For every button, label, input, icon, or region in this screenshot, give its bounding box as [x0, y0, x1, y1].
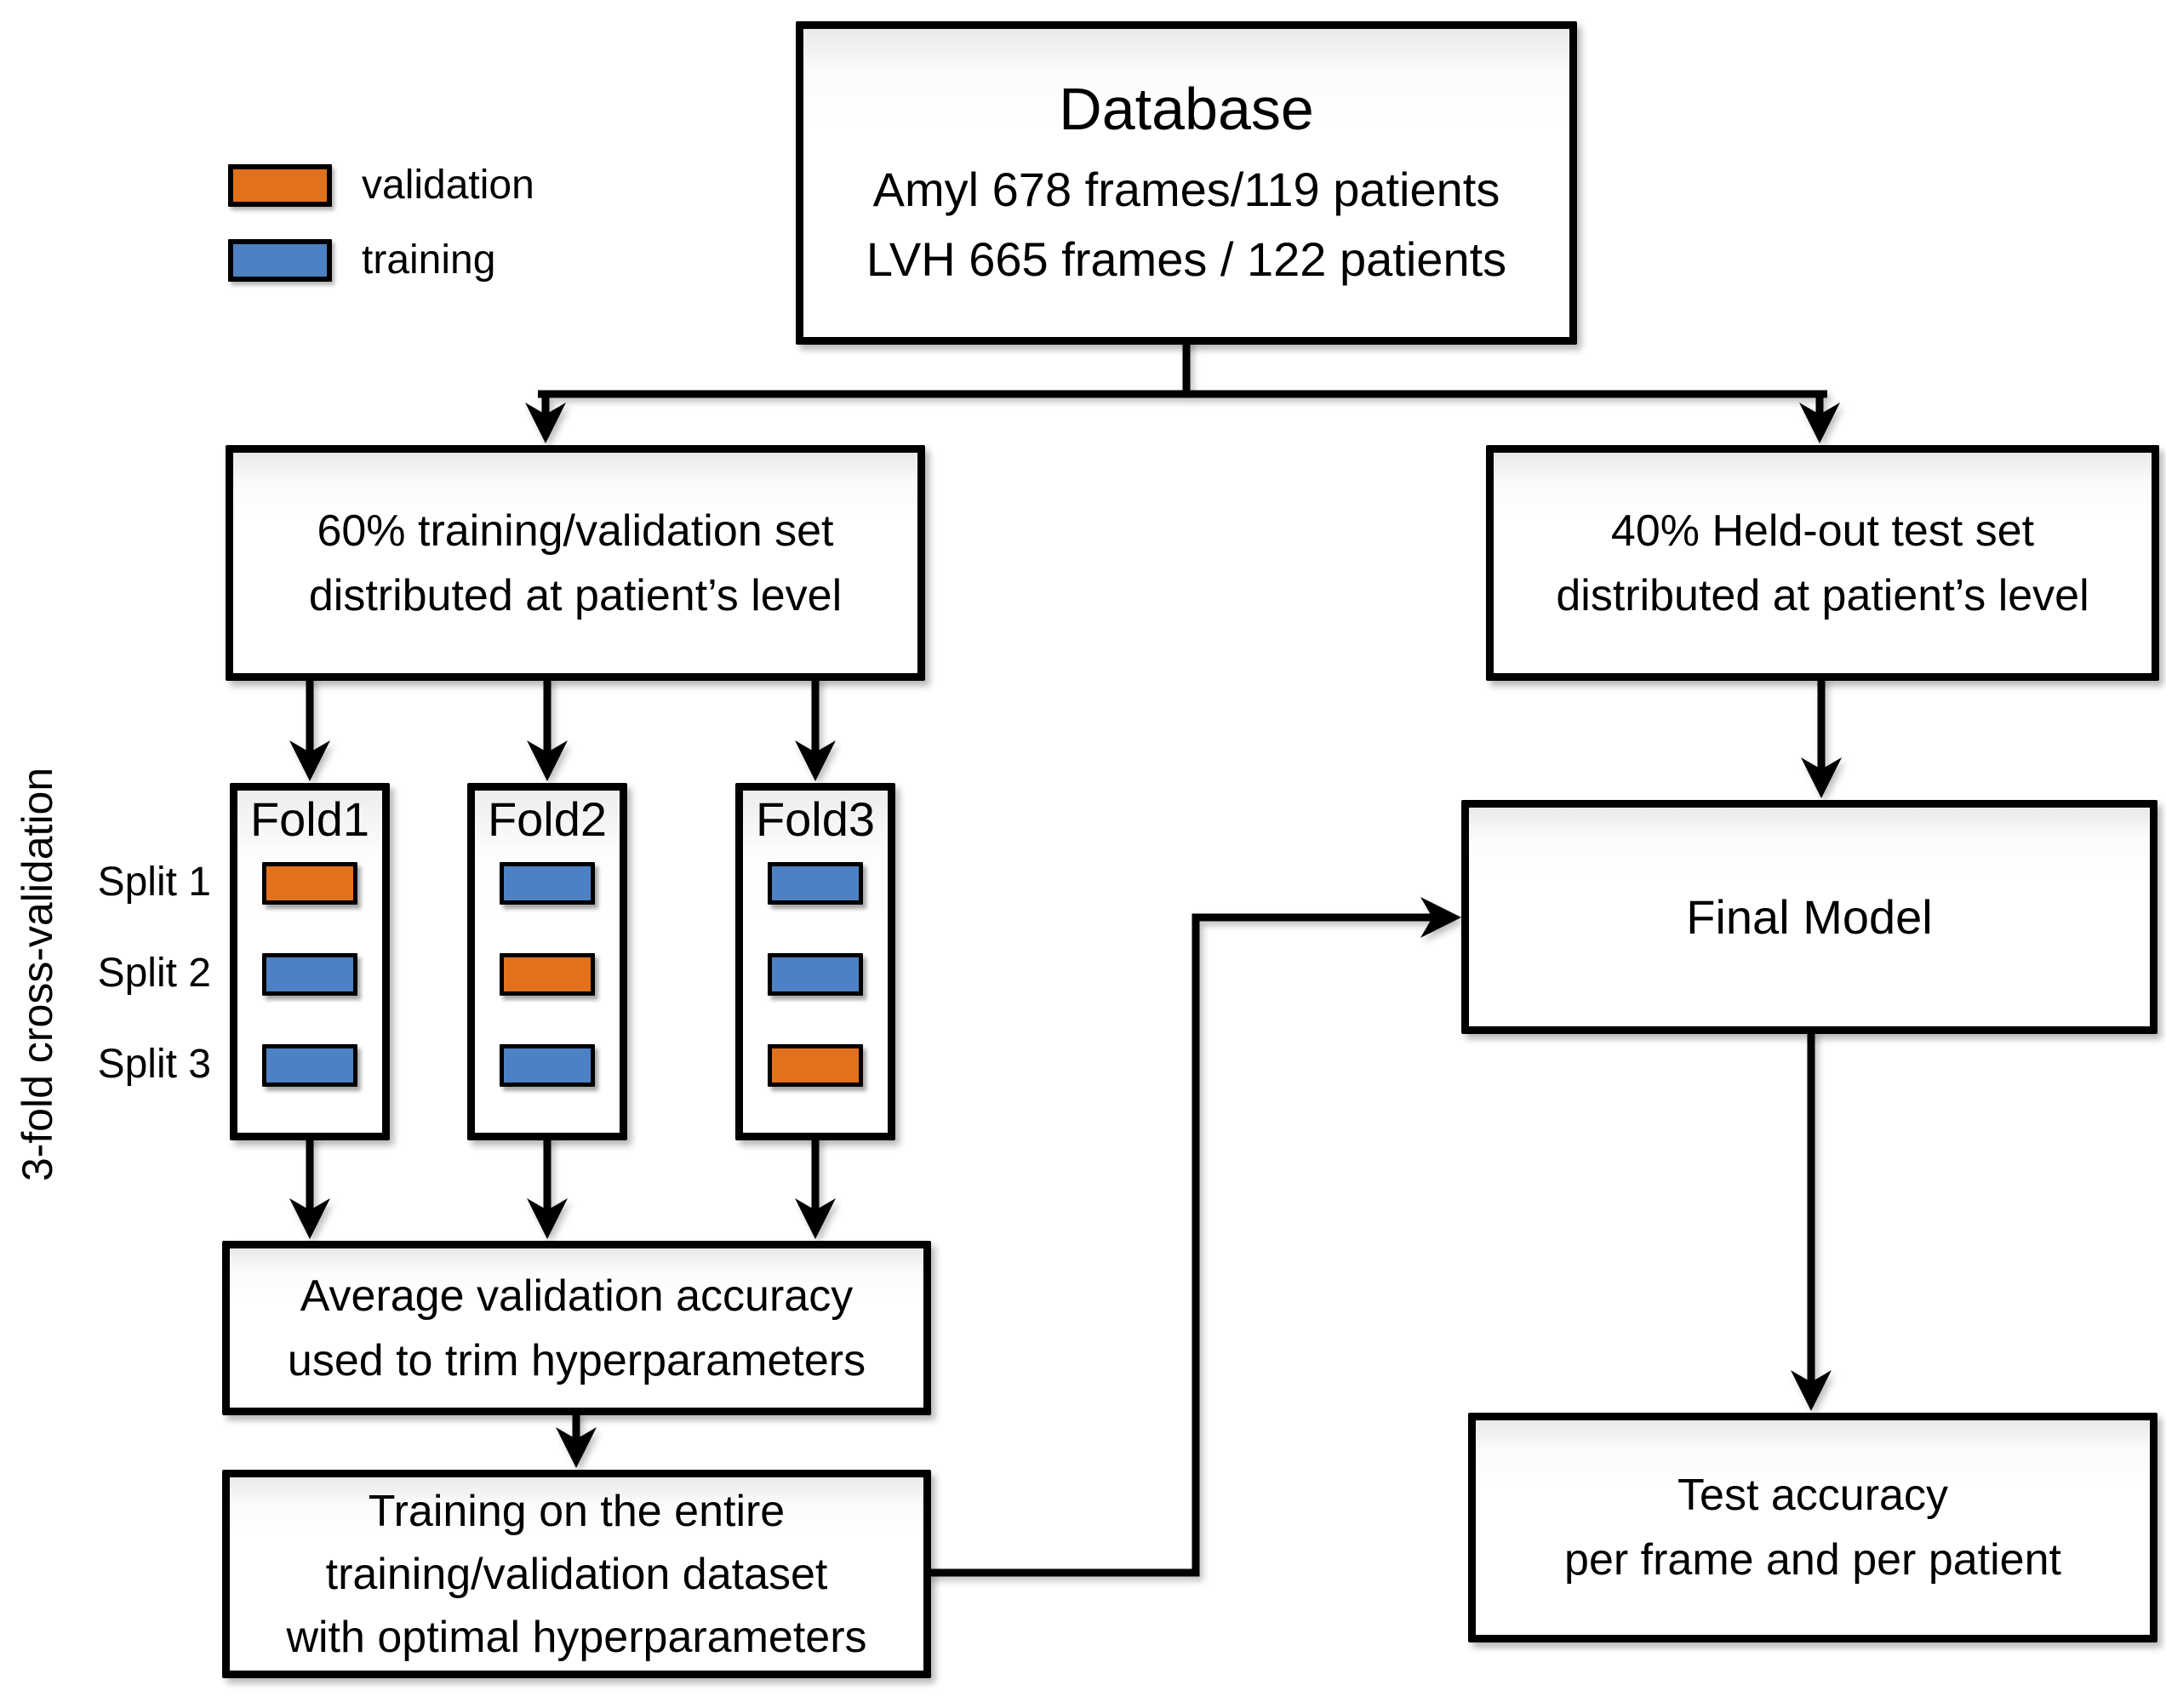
node-text-line: per frame and per patient: [1564, 1535, 2061, 1585]
final-model-label: Final Model: [1686, 889, 1933, 944]
fold1-split1-bar: [262, 862, 357, 905]
fold2-split3-bar: [500, 1044, 595, 1087]
legend-label-validation: validation: [362, 163, 534, 208]
fold3-split3-bar: [768, 1044, 863, 1087]
arrowhead-down: [289, 740, 330, 781]
arrowhead-down: [795, 1198, 836, 1239]
node-text-line: Training on the entire: [368, 1486, 786, 1536]
fold3-split1-bar: [768, 862, 863, 905]
fold2-box: Fold2: [467, 783, 627, 1140]
arrowhead-down: [527, 1198, 568, 1239]
fold1-split2-bar: [262, 953, 357, 996]
database-line-1: Amyl 678 frames/119 patients: [872, 163, 1500, 216]
arrowhead-down: [795, 740, 836, 781]
arrowhead-down: [527, 740, 568, 781]
arrowhead-down: [1791, 1370, 1832, 1411]
node-text-line: 60% training/validation set: [317, 506, 834, 556]
fold3-box: Fold3: [735, 783, 895, 1140]
fold3-split2-bar: [768, 953, 863, 996]
final-model-node: Final Model: [1461, 800, 2157, 1034]
training-validation-set-node: 60% training/validation set distributed …: [226, 445, 925, 681]
average-validation-accuracy-node: Average validation accuracy used to trim…: [222, 1241, 931, 1415]
test-accuracy-node: Test accuracy per frame and per patient: [1468, 1413, 2157, 1642]
database-title: Database: [1059, 76, 1314, 142]
node-text-line: 40% Held-out test set: [1610, 506, 2035, 556]
fold1-box: Fold1: [230, 783, 390, 1140]
split-row-label-3: Split 3: [97, 1042, 211, 1087]
legend-label-training: training: [362, 237, 496, 283]
fold3-title: Fold3: [755, 792, 876, 846]
fold2-split2-bar: [500, 953, 595, 996]
fold2-title: Fold2: [487, 792, 608, 846]
node-text-line: Test accuracy: [1677, 1471, 1948, 1520]
database-node: Database Amyl 678 frames/119 patients LV…: [796, 21, 1577, 345]
database-line-2: LVH 665 frames / 122 patients: [866, 232, 1507, 286]
fold1-split3-bar: [262, 1044, 357, 1087]
arrowhead-right: [1420, 897, 1461, 938]
node-text-line: training/validation dataset: [325, 1549, 828, 1599]
node-text-line: Average validation accuracy: [300, 1271, 854, 1321]
arrowhead-down: [525, 403, 566, 443]
held-out-test-set-node: 40% Held-out test set distributed at pat…: [1486, 445, 2159, 681]
legend-swatch-validation: [228, 164, 332, 207]
arrowhead-down: [1799, 403, 1840, 443]
legend-swatch-training: [228, 239, 332, 282]
node-text-line: with optimal hyperparameters: [286, 1612, 867, 1662]
split-row-label-2: Split 2: [97, 951, 211, 996]
fold1-title: Fold1: [249, 792, 370, 846]
full-training-node: Training on the entire training/validati…: [222, 1470, 931, 1678]
connector-training-to-final-elbow: [927, 913, 1435, 1577]
node-text-line: distributed at patient’s level: [1556, 570, 2089, 620]
arrowhead-down: [1801, 757, 1842, 798]
node-text-line: distributed at patient’s level: [308, 570, 843, 620]
arrowhead-down: [556, 1427, 597, 1468]
arrowhead-down: [289, 1198, 330, 1239]
split-row-label-1: Split 1: [97, 860, 211, 905]
fold2-split1-bar: [500, 862, 595, 905]
node-text-line: used to trim hyperparameters: [287, 1335, 866, 1385]
